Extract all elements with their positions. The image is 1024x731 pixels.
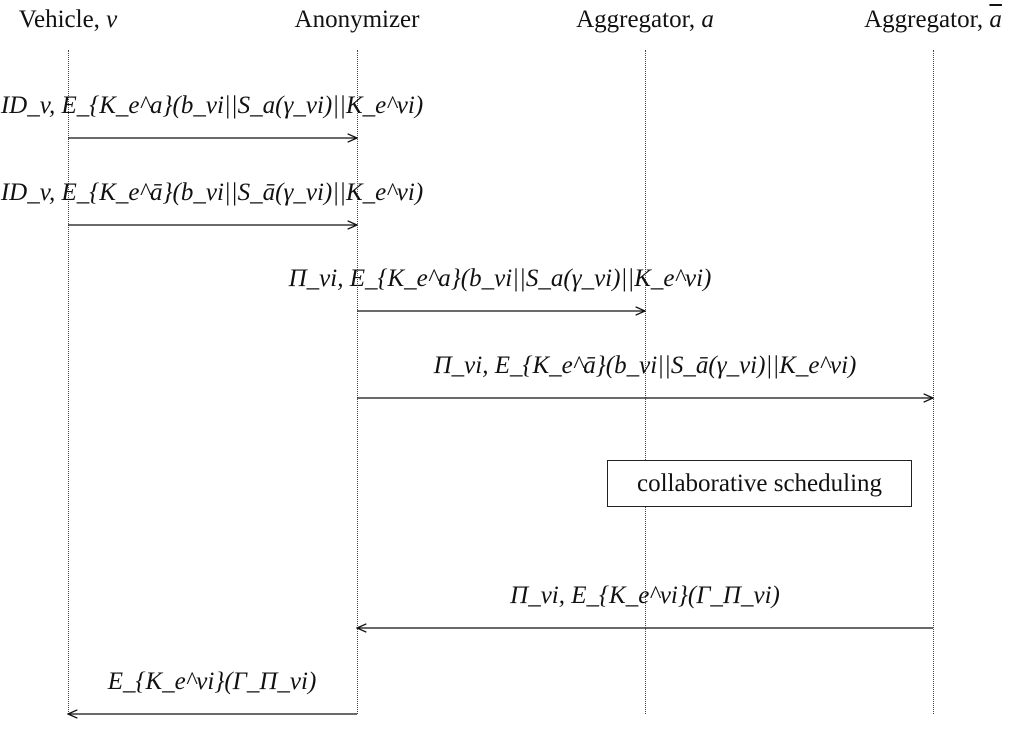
collaborative-scheduling-box: collaborative scheduling [607, 460, 912, 507]
lifeline-vehicle [68, 50, 69, 714]
message-label-1: ID_v, E_{K_e^a}(b_vi||S_a(γ_vi)||K_e^vi) [0, 92, 424, 119]
actor-aggregator-a-var: a [701, 6, 714, 33]
message-label-2: ID_v, E_{K_e^ā}(b_vi||S_ā(γ_vi)||K_e^vi) [0, 179, 424, 206]
collaborative-scheduling-label: collaborative scheduling [636, 469, 883, 497]
message-label-6: E_{K_e^vi}(Γ_Π_vi) [107, 668, 317, 695]
message-label-4: Π_vi, E_{K_e^ā}(b_vi||S_ā(γ_vi)||K_e^vi) [433, 352, 857, 379]
actor-anonymizer: Anonymizer [295, 6, 420, 34]
actor-aggregator-abar: Aggregator, a [864, 6, 1002, 34]
actor-aggregator-abar-var: a [989, 6, 1002, 33]
actor-vehicle-var: v [106, 6, 118, 33]
message-label-5: Π_vi, E_{K_e^vi}(Γ_Π_vi) [510, 582, 780, 609]
lifeline-anonymizer [357, 50, 358, 714]
message-label-3: Π_vi, E_{K_e^a}(b_vi||S_a(γ_vi)||K_e^vi) [288, 265, 712, 292]
actor-aggregator-a-name: Aggregator, [576, 6, 696, 33]
actor-aggregator-a: Aggregator, a [576, 6, 714, 34]
actor-anonymizer-name: Anonymizer [294, 6, 420, 33]
lifeline-aggregator-a [645, 50, 646, 714]
actor-aggregator-abar-name: Aggregator, [864, 6, 984, 33]
actor-vehicle-name: Vehicle, [18, 6, 100, 33]
actor-vehicle: Vehicle, v [19, 6, 118, 34]
lifeline-aggregator-abar [933, 50, 934, 714]
